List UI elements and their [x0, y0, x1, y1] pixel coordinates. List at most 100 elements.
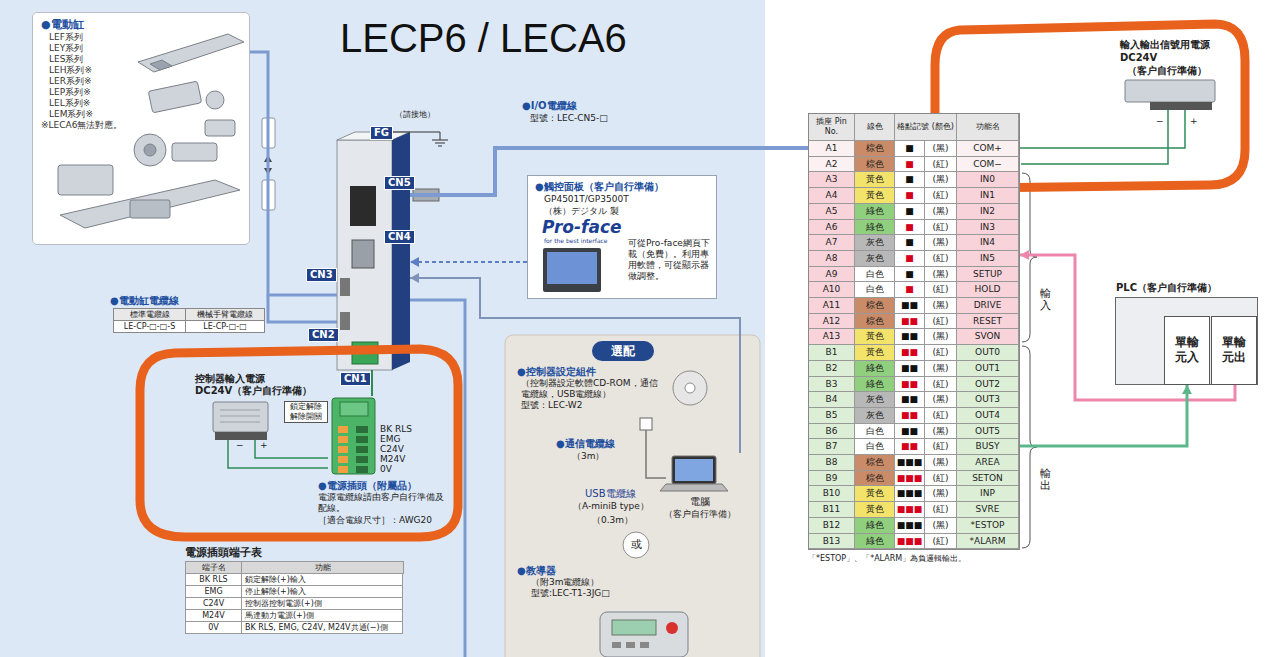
node-text: 單輸元出	[1222, 335, 1246, 365]
table-cell: OUT1	[957, 361, 1019, 377]
actuator-box-fill	[32, 12, 250, 245]
table-cell: ■	[895, 141, 925, 157]
laptop-lid	[672, 456, 716, 484]
table-cell: 棕色	[855, 471, 895, 486]
io-power-supply-body	[1125, 80, 1215, 102]
plug-hole	[356, 456, 368, 463]
node-text: 單輸元入	[1175, 335, 1199, 365]
table-cell: (黑)	[925, 298, 957, 314]
plug-hole	[356, 466, 368, 473]
node-text: ※LECA6無法對應。	[41, 120, 241, 131]
table-cell: 棕色	[855, 298, 895, 314]
label-text: +	[1190, 116, 1198, 127]
node-text: 可從Pro-face網頁下載（免費）。利用專用軟體，可從顯示器做調整。	[628, 238, 714, 282]
table-cell: 黃色	[855, 502, 895, 518]
table-cell: (黑)	[925, 392, 957, 408]
connector-line	[1020, 136, 1185, 148]
node-text: 型號:LEC-T1-3JG□	[517, 588, 709, 599]
table-cell: HOLD	[957, 282, 1019, 298]
table-cell: B7	[809, 439, 855, 455]
label-text: 電源電纜線請由客户自行準備及配線。	[318, 492, 450, 514]
cn4-socket	[352, 240, 374, 268]
table-header: 格點記號 (顏色)	[895, 114, 957, 141]
table-cell: ■■■	[895, 518, 925, 534]
table-cell: (黑)	[925, 455, 957, 471]
table-cell: 綠色	[855, 377, 895, 392]
table-cell: ■	[895, 204, 925, 220]
node-text: ●電動缸	[41, 18, 241, 32]
connector-badge: CN1	[340, 372, 371, 386]
label-text: （請接地）	[395, 110, 435, 120]
terminal-name: EMG	[380, 434, 400, 444]
actuator-panel: ●電動缸LEF系列LEY系列LES系列LEH系列※LER系列※LEP系列※LEL…	[32, 12, 250, 245]
table-cell: (黑)	[925, 235, 957, 251]
input-unit: 單輸元入	[1164, 316, 1210, 385]
connector-line	[1020, 385, 1187, 446]
terminal-name: 0V	[380, 464, 392, 474]
table-cell: A5	[809, 204, 855, 220]
table-cell: *ALARM	[957, 534, 1019, 549]
laptop-screen	[675, 459, 713, 481]
table-cell: B5	[809, 408, 855, 424]
electric-gripper	[58, 165, 113, 195]
node-text: Pro-face	[542, 217, 622, 237]
label-text: （A-miniB type）	[573, 501, 649, 512]
label-text: ［適合電線尺寸］：AWG20	[318, 515, 432, 526]
table-cell: (紅)	[925, 408, 957, 424]
node-text: 或	[622, 531, 650, 559]
node-text: LEH系列※	[41, 65, 241, 76]
table-cell: 0V	[185, 621, 242, 634]
table-cell: ■■	[895, 392, 925, 408]
table-cell: ■	[895, 220, 925, 235]
arrow-head	[1182, 385, 1192, 394]
node-text: （客户自行準備）	[1127, 64, 1207, 77]
label-text: ●I/O電纜線	[522, 99, 577, 112]
connector-badge: CN4	[384, 230, 415, 244]
controller: FGCN5CN4CN3CN2CN1	[337, 132, 410, 370]
table-cell: IN4	[957, 235, 1019, 251]
pendant-stop	[666, 622, 678, 634]
arrow-head	[410, 273, 419, 283]
slide-table	[148, 81, 201, 113]
label-text: ●通信電纜線	[556, 437, 615, 450]
teaching-pendant: ●教導器（附3m電纜線）型號:LEC-T1-3JG□	[513, 562, 713, 657]
plug-hole	[356, 426, 368, 433]
table-cell: IN1	[957, 188, 1019, 204]
node-text: GP4501T/GP3500T	[544, 194, 629, 205]
or-circle: 或	[622, 531, 650, 559]
table-cell: B8	[809, 455, 855, 471]
table-cell: A7	[809, 235, 855, 251]
usb-cable	[646, 430, 666, 478]
terminal-name: BK RLS	[380, 424, 412, 434]
node-text: ●觸控面板（客户自行準備）	[535, 180, 664, 193]
label-text: （3m）	[572, 451, 605, 462]
table-cell: (紅)	[925, 471, 957, 486]
node-text: LER系列※	[41, 76, 241, 87]
table-cell: ■■	[895, 314, 925, 329]
table-cell: ■■■	[895, 502, 925, 518]
table-cell: RESET	[957, 314, 1019, 329]
ground-wire	[393, 132, 440, 140]
connector-line	[410, 148, 808, 195]
connector-line	[255, 450, 328, 458]
table-cell: COM+	[957, 141, 1019, 157]
table-cell: (黑)	[925, 172, 957, 188]
label-text: ●電動缸電纜線	[110, 294, 179, 307]
rail-slider	[150, 60, 172, 70]
table-cell: (黑)	[925, 518, 957, 534]
table-cell: (黑)	[925, 329, 957, 345]
table-cell: 白色	[855, 267, 895, 282]
connector	[1020, 136, 1185, 148]
node-text: for the best interface	[544, 237, 608, 245]
io-power-supply: 輸入輸出信號用電源DC24V（客户自行準備）	[1115, 36, 1230, 136]
vent	[220, 416, 260, 417]
table-cell: (紅)	[925, 377, 957, 392]
table-cell: 棕色	[855, 314, 895, 329]
pin-table: 插座 Pin No.線色格點記號 (顏色)功能名A1棕色■(黑)COM+A2棕色…	[808, 113, 1020, 550]
label-text: 「*ESTOP」、「*ALARM」為負邏輯輸出。	[808, 554, 966, 564]
actuator-illustration	[58, 34, 244, 228]
table-cell: DRIVE	[957, 298, 1019, 314]
connector-line	[410, 261, 527, 263]
pendant-screen	[612, 620, 656, 635]
